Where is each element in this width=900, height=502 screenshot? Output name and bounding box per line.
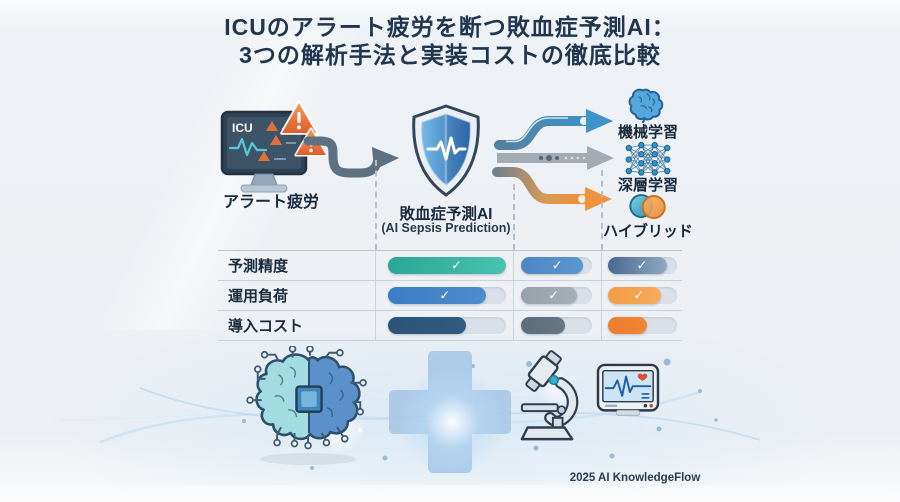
circuit-nodes <box>246 346 367 450</box>
table-row: 運用負荷 <box>218 281 682 311</box>
monitor-to-shield-arrow <box>303 136 382 178</box>
center-glow <box>397 367 507 477</box>
sepsis-ai-label: 敗血症予測AI <box>399 206 493 223</box>
footer-credit: 2025 AI KnowledgeFlow <box>569 472 701 484</box>
bar-cell <box>601 251 682 280</box>
monitor-screen-text: ICU <box>232 121 253 135</box>
hybrid-circles-icon <box>629 194 666 219</box>
comparison-table: 予測精度 運用負荷 導入コスト <box>218 250 682 341</box>
guide-line-left <box>375 160 377 250</box>
bar-fill <box>388 257 506 274</box>
icu-monitor-alerts-icon: ICU <box>220 101 328 193</box>
bar-cell <box>513 281 601 310</box>
guide-line-right <box>601 170 603 250</box>
table-row: 導入コスト <box>218 311 682 341</box>
bar-cell <box>601 281 682 310</box>
scatter-dots <box>242 358 718 470</box>
sepsis-shield-icon <box>412 104 480 197</box>
bar-cell <box>375 281 513 310</box>
bar-cell <box>601 311 682 340</box>
guide-line-middle <box>513 184 515 250</box>
title-line-2: 3つの解析手法と実装コストの徹底比較 <box>239 42 661 68</box>
bar-fill <box>608 287 662 304</box>
method-label-deep-learning: 深層学習 <box>617 177 678 194</box>
arrow-hybrid <box>492 167 591 204</box>
bar-fill <box>388 317 466 334</box>
bar-cell <box>513 251 601 280</box>
patient-monitor-icon <box>596 363 660 416</box>
row-label-accuracy: 予測精度 <box>228 258 289 275</box>
bar-fill <box>521 287 578 304</box>
bar-cell <box>513 311 601 340</box>
table-row: 予測精度 <box>218 251 682 281</box>
row-label-operational-load: 運用負荷 <box>228 288 289 305</box>
row-label-implementation-cost: 導入コスト <box>228 318 304 335</box>
bar-fill <box>388 287 486 304</box>
ai-brain-circuit-icon <box>246 346 367 450</box>
neural-network-icon <box>625 141 671 176</box>
bar-fill <box>608 317 648 334</box>
circuit-traces <box>252 350 362 443</box>
alert-fatigue-label: アラート疲労 <box>222 194 319 211</box>
bar-fill <box>521 317 566 334</box>
bar-fill <box>608 257 667 274</box>
title-line-1: ICUのアラート疲労を断つ敗血症予測AI： <box>224 14 676 40</box>
brain-icon <box>628 88 664 123</box>
page-title: ICUのアラート疲労を断つ敗血症予測AI： 3つの解析手法と実装コストの徹底比較 <box>0 13 900 69</box>
method-label-machine-learning: 機械学習 <box>617 124 678 141</box>
bar-cell <box>375 311 513 340</box>
arrow-machine-learning <box>494 116 593 150</box>
sepsis-ai-sublabel: (AI Sepsis Prediction) <box>381 221 511 235</box>
microscope-icon <box>520 350 579 441</box>
method-label-hybrid: ハイブリッド <box>603 223 693 240</box>
bar-fill <box>521 257 584 274</box>
bar-cell <box>375 251 513 280</box>
